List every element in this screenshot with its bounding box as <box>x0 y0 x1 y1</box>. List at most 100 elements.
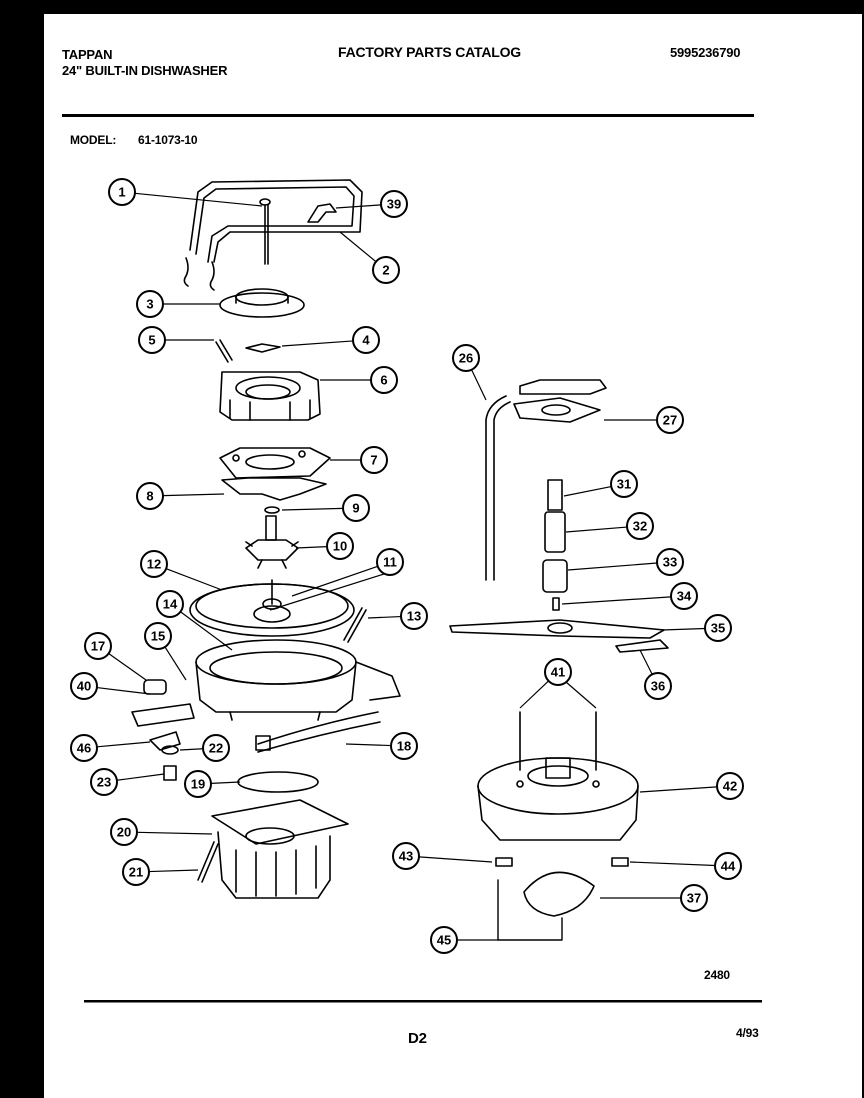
callout-10: 10 <box>326 532 354 560</box>
callout-leader <box>164 646 187 681</box>
callout-number: 9 <box>352 501 359 516</box>
callout-13: 13 <box>400 602 428 630</box>
callout-31: 31 <box>610 470 638 498</box>
callout-leader <box>269 573 385 611</box>
drain-hose <box>257 711 381 753</box>
sump-ring <box>189 579 355 637</box>
callout-bubble <box>670 582 698 610</box>
callout-23: 23 <box>90 768 118 796</box>
callout-number: 41 <box>551 665 565 680</box>
pump-housing <box>219 371 321 421</box>
callout-number: 7 <box>370 453 377 468</box>
callout-number: 5 <box>148 333 155 348</box>
callout-number: 21 <box>129 865 143 880</box>
callout-number: 39 <box>387 197 401 212</box>
callout-bubble <box>452 344 480 372</box>
foot-part <box>611 857 629 867</box>
catalog-sheet <box>44 14 862 1098</box>
callout-leader <box>639 786 718 793</box>
drain-impeller <box>523 871 595 917</box>
callout-number: 4 <box>362 333 370 348</box>
callout-leader <box>295 545 328 549</box>
callout-number: 6 <box>380 373 387 388</box>
callout-37: 37 <box>680 884 708 912</box>
lower-spray-arm <box>449 619 665 639</box>
callout-7: 7 <box>360 446 388 474</box>
foot-part <box>495 857 513 867</box>
callout-bubble <box>544 658 572 686</box>
callout-bubble <box>704 614 732 642</box>
callout-number: 33 <box>663 555 677 570</box>
callout-leader <box>567 562 658 571</box>
callout-leader <box>345 743 392 747</box>
callout-number: 42 <box>723 779 737 794</box>
model-number: 61-1073-10 <box>138 133 198 147</box>
callout-34: 34 <box>670 582 698 610</box>
callout-27: 27 <box>656 406 684 434</box>
page-code: D2 <box>408 1030 427 1047</box>
support-bracket <box>183 179 363 291</box>
brand-name: TAPPAN <box>62 47 113 62</box>
callout-41: 41 <box>544 658 572 686</box>
callout-bubble <box>70 734 98 762</box>
callout-45: 45 <box>430 926 458 954</box>
callout-leader <box>339 231 377 263</box>
spray-arm-part <box>615 639 669 653</box>
callout-leader <box>291 565 378 597</box>
callout-bubble <box>136 482 164 510</box>
hose-clamp <box>255 735 271 751</box>
callout-4: 4 <box>352 326 380 354</box>
callout-5: 5 <box>138 326 166 354</box>
callout-43: 43 <box>392 842 420 870</box>
callout-8: 8 <box>136 482 164 510</box>
footer-rule <box>84 1000 762 1003</box>
callout-leader <box>367 615 402 619</box>
callout-number: 20 <box>117 825 131 840</box>
chopper-blade <box>245 343 281 353</box>
callout-9: 9 <box>342 494 370 522</box>
callout-bubble <box>656 406 684 434</box>
fastener-part <box>163 765 177 781</box>
sump-body <box>195 639 401 721</box>
callout-number: 11 <box>383 555 397 570</box>
callout-leader <box>108 653 147 681</box>
callout-leader <box>96 686 151 695</box>
callout-number: 35 <box>711 621 725 636</box>
callout-33: 33 <box>656 548 684 576</box>
callout-leader <box>565 526 628 533</box>
callout-leader <box>565 681 597 709</box>
callout-26: 26 <box>452 344 480 372</box>
callout-15: 15 <box>144 622 172 650</box>
nozzle-cap <box>219 288 305 318</box>
callout-number: 10 <box>333 539 347 554</box>
model-label: MODEL: <box>70 133 117 147</box>
product-name: 24" BUILT-IN DISHWASHER <box>62 63 228 78</box>
callout-bubble <box>156 590 184 618</box>
callout-bubble <box>136 290 164 318</box>
callout-bubble <box>644 672 672 700</box>
bracket-lines <box>497 879 563 941</box>
callout-leader <box>661 627 706 631</box>
bolt-part <box>343 607 367 643</box>
callout-bubble <box>342 494 370 522</box>
callout-bubble <box>372 256 400 284</box>
callout-number: 1 <box>118 185 125 200</box>
callout-bubble <box>680 884 708 912</box>
callout-32: 32 <box>626 512 654 540</box>
callout-bubble <box>184 770 212 798</box>
callout-leader <box>281 507 344 511</box>
callout-36: 36 <box>644 672 672 700</box>
callout-number: 36 <box>651 679 665 694</box>
callout-leader <box>561 596 672 605</box>
bolt-part <box>259 198 271 265</box>
callout-leader <box>136 831 213 835</box>
callout-number: 27 <box>663 413 677 428</box>
callout-bubble <box>430 926 458 954</box>
callout-35: 35 <box>704 614 732 642</box>
washer-part <box>264 506 280 514</box>
callout-bubble <box>352 326 380 354</box>
callout-number: 37 <box>687 891 701 906</box>
callout-leader <box>471 369 487 401</box>
callout-bubble <box>202 734 230 762</box>
callout-bubble <box>140 550 168 578</box>
